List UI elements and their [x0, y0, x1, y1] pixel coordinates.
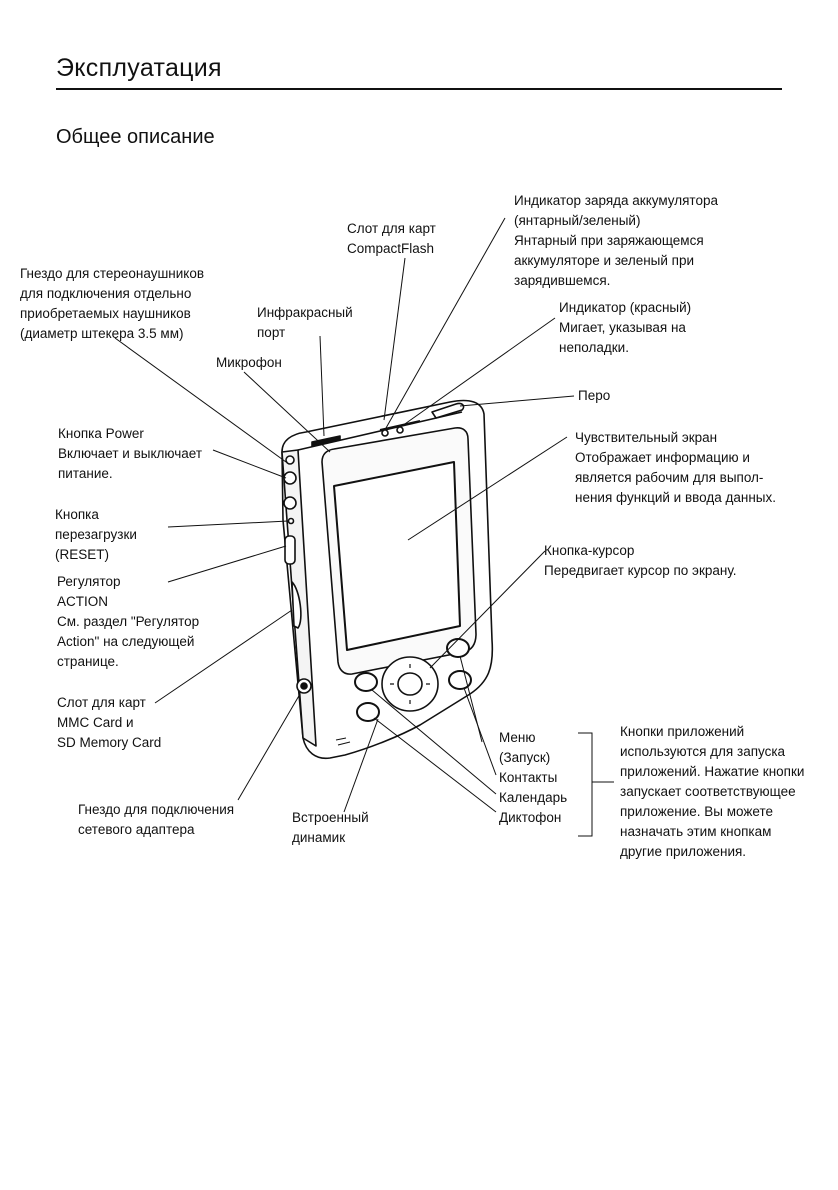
title-rule: [56, 88, 782, 90]
label-stylus: Перо: [578, 388, 611, 403]
cursor-pad-center: [397, 672, 423, 696]
touch-screen: [333, 461, 461, 651]
label-adapter-jack: Гнездо для подключения сетевого адаптера: [78, 802, 235, 837]
label-headphone-jack: Гнездо для стереонаушников для подключен…: [20, 266, 205, 341]
label-microphone: Микрофон: [216, 355, 282, 370]
charge-led: [381, 429, 389, 437]
sd-slot: [291, 581, 302, 629]
label-power-button: Кнопка Power Включает и выключает питани…: [58, 426, 203, 481]
headphone-jack: [285, 455, 295, 465]
app-bracket: [578, 732, 593, 837]
speaker-grille: [335, 737, 351, 746]
power-button: [283, 471, 297, 485]
cf-slot: [379, 420, 421, 431]
pda-device: [281, 399, 494, 760]
label-cursor-button: Кнопка-курсор Передвигает курсор по экра…: [544, 543, 737, 578]
label-charge-led: Индикатор заряда аккумулятора (янтарный/…: [514, 193, 718, 288]
label-red-led: Индикатор (красный) Мигает, указывая на …: [559, 300, 692, 355]
label-reset-button: Кнопка перезагрузки (RESET): [55, 507, 137, 562]
section-title: Общее описание: [56, 126, 215, 148]
page-title: Эксплуатация: [56, 54, 222, 82]
leader-lines: [114, 217, 614, 837]
reset-hole: [287, 517, 295, 525]
label-action-dial: Регулятор ACTION См. раздел "Регулятор A…: [57, 574, 200, 669]
ir-port: [311, 435, 341, 447]
side-button: [283, 496, 297, 510]
label-mmc-sd-slot: Слот для карт MMC Card и SD Memory Card: [57, 695, 162, 750]
red-led: [396, 426, 404, 434]
app-button-calendar: [354, 672, 378, 692]
app-button-recorder: [356, 702, 380, 722]
label-speaker: Встроенный динамик: [292, 810, 369, 845]
label-cf-slot: Слот для карт CompactFlash: [347, 221, 436, 256]
label-app-buttons-desc: Кнопки приложений используются для запус…: [620, 724, 805, 859]
label-app-buttons: Меню (Запуск) Контакты Календарь Диктофо…: [499, 730, 568, 825]
label-infrared: Инфракрасный порт: [257, 305, 353, 340]
label-touchscreen: Чувствительный экран Отображает информац…: [575, 430, 776, 505]
action-dial: [284, 535, 296, 565]
